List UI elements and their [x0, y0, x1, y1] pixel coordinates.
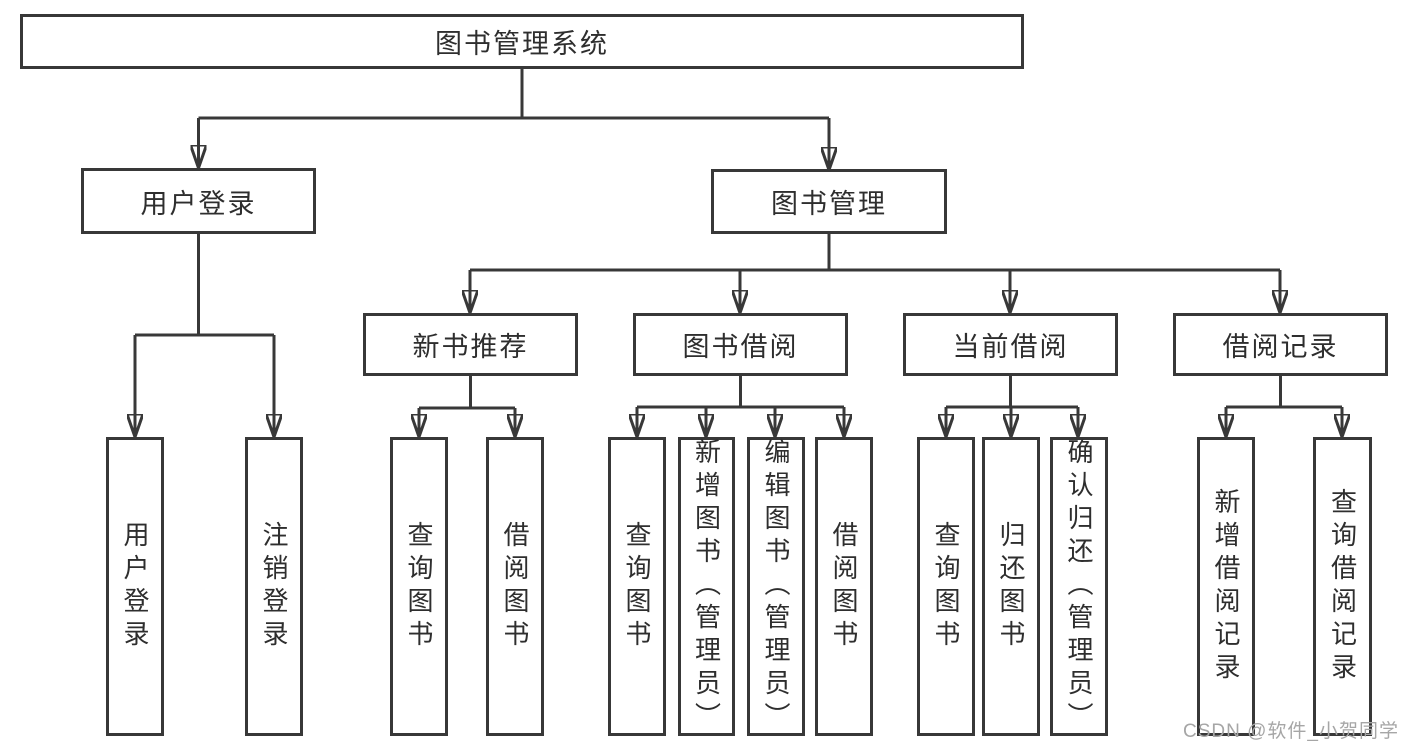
connector-root [198, 69, 829, 120]
node-label: 借阅图书 [500, 520, 530, 653]
node-book-management: 图书管理 [711, 169, 947, 234]
leaf-query-books-recommend: 查询图书 [390, 437, 448, 736]
node-label: 图书借阅 [682, 332, 799, 362]
node-label: 查询图书 [404, 520, 434, 653]
connector-book-borrow [637, 376, 844, 409]
node-library-management-system: 图书管理系统 [20, 14, 1024, 69]
leaf-return-books: 归还图书 [982, 437, 1040, 736]
node-borrow-records: 借阅记录 [1173, 313, 1388, 376]
leaf-confirm-return-admin: 确认归还（管理员） [1050, 437, 1108, 736]
leaf-add-borrow-record: 新增借阅记录 [1197, 437, 1255, 736]
leaf-borrow-books-recommend: 借阅图书 [486, 437, 544, 736]
leaf-query-books-borrow: 查询图书 [608, 437, 666, 736]
node-label: 归还图书 [996, 520, 1026, 653]
leaf-borrow-books: 借阅图书 [815, 437, 873, 736]
node-label: 当前借阅 [952, 332, 1069, 362]
node-label: 用户登录 [140, 188, 257, 219]
node-user-login: 用户登录 [81, 168, 316, 234]
node-label: 新增借阅记录 [1211, 487, 1241, 686]
node-label: 查询借阅记录 [1327, 487, 1358, 686]
connector-new-book-recommend [419, 376, 515, 410]
connector-borrow-records [1226, 376, 1342, 409]
connector-current-borrow [946, 376, 1078, 409]
leaf-logout: 注销登录 [245, 437, 303, 736]
csdn-watermark: CSDN @软件_小贺同学 [1183, 721, 1399, 742]
node-book-borrow: 图书借阅 [633, 313, 848, 376]
node-label: 新增图书（管理员） [691, 438, 722, 735]
connector-user-login [135, 234, 274, 337]
leaf-add-book-admin: 新增图书（管理员） [678, 437, 735, 736]
node-label: 查询图书 [931, 520, 961, 653]
node-label: 用户登录 [120, 520, 150, 653]
leaf-user-login: 用户登录 [106, 437, 164, 736]
node-label: 借阅图书 [829, 520, 859, 653]
node-label: 编辑图书（管理员） [761, 438, 791, 735]
node-label: 注销登录 [259, 520, 289, 653]
node-label: 确认归还（管理员） [1064, 438, 1094, 735]
node-label: 查询图书 [622, 520, 652, 653]
node-label: 图书管理 [771, 189, 887, 219]
connector-book-management [470, 234, 1280, 272]
node-new-book-recommend: 新书推荐 [363, 313, 578, 376]
leaf-query-books-current: 查询图书 [917, 437, 975, 736]
leaf-query-borrow-record: 查询借阅记录 [1313, 437, 1372, 736]
node-current-borrow: 当前借阅 [903, 313, 1118, 376]
leaf-edit-book-admin: 编辑图书（管理员） [747, 437, 805, 736]
node-label: 新书推荐 [412, 332, 529, 362]
node-label: 图书管理系统 [435, 29, 609, 59]
node-label: 借阅记录 [1222, 332, 1339, 362]
